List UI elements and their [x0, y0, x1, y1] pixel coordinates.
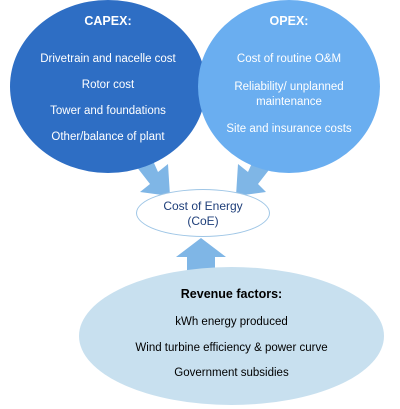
coe-label-line1: Cost of Energy: [163, 199, 243, 213]
revenue-item: Wind turbine efficiency & power curve: [135, 342, 328, 354]
capex-item: Rotor cost: [81, 79, 135, 91]
capex-bubble: CAPEX: Drivetrain and nacelle cost Rotor…: [10, 0, 206, 173]
opex-item: Cost of routine O&M: [236, 53, 342, 65]
opex-item: Site and insurance costs: [226, 123, 352, 135]
capex-title: CAPEX:: [84, 14, 132, 28]
capex-item: Tower and foundations: [50, 105, 166, 117]
opex-item: Reliability/ unplanned: [234, 81, 344, 93]
revenue-arrow: [176, 238, 226, 272]
coe-label-line2: (CoE): [187, 214, 219, 228]
capex-item: Drivetrain and nacelle cost: [40, 53, 176, 65]
revenue-title: Revenue factors:: [180, 287, 283, 301]
revenue-item: Government subsidies: [174, 367, 289, 379]
opex-title: OPEX:: [269, 14, 309, 28]
revenue-bubble: Revenue factors: kWh energy produced Win…: [79, 267, 384, 405]
cost-of-energy-node: Cost of Energy (CoE): [136, 189, 270, 237]
opex-item: maintenance: [256, 96, 322, 108]
capex-item: Other/balance of plant: [51, 131, 165, 143]
revenue-item: kWh energy produced: [175, 316, 288, 328]
opex-bubble: OPEX: Cost of routine O&M Reliability/ u…: [198, 0, 380, 173]
